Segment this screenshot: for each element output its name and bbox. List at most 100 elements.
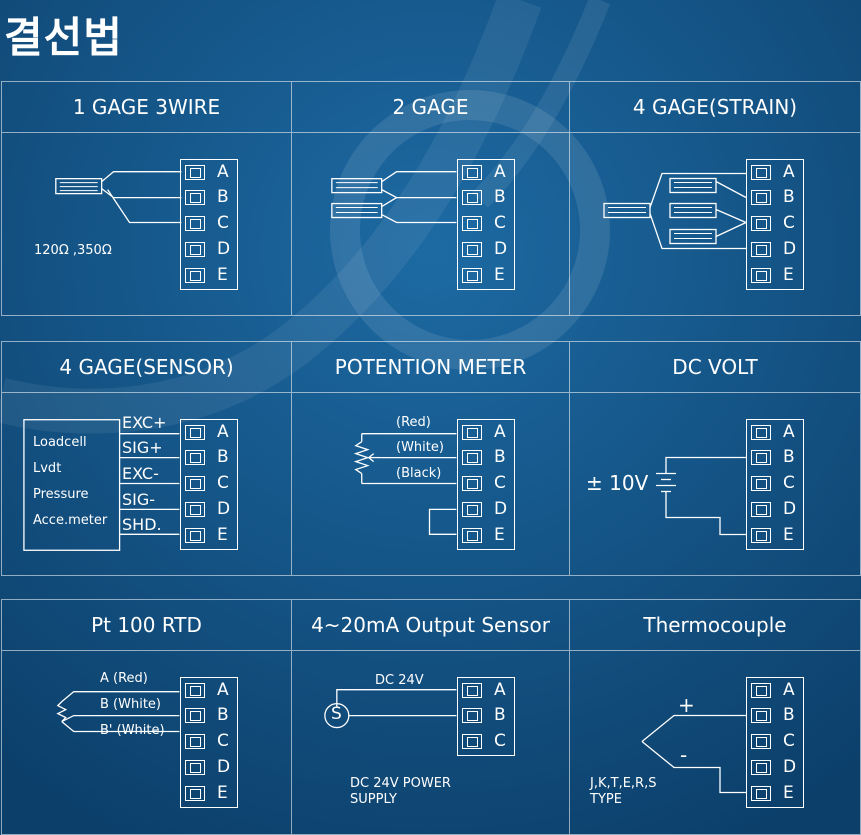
terminal-block: A B C [457, 677, 515, 756]
diagram-thermocouple: + - J,K,T,E,R,S TYPE A B C D E [570, 651, 860, 834]
row-2: 4 GAGE(SENSOR) POTENTION METER DC VOLT L… [1, 341, 861, 576]
panel-header: POTENTION METER [292, 342, 570, 393]
terminal-label: C [494, 473, 506, 493]
terminal-label: A [783, 162, 795, 182]
diagram-4-20ma-sensor: DC 24V S DC 24V POWER SUPPLY A B C [292, 651, 570, 834]
wire-label: B (White) [100, 697, 161, 712]
panel-header: DC VOLT [570, 342, 860, 393]
type-label: TYPE [590, 792, 622, 807]
diagram-potention-meter: (Red) (White) (Black) A B C D E [292, 393, 570, 575]
wire-label: B' (White) [100, 723, 165, 738]
wire-color-label: (Black) [396, 466, 442, 481]
sensor-type-label: Loadcell [33, 435, 87, 450]
power-supply-label: DC 24V POWER [350, 776, 451, 791]
terminal-label: E [217, 265, 228, 285]
terminal-label: C [783, 473, 795, 493]
terminal-block: A B C D E [457, 419, 515, 550]
terminal-label: B [494, 447, 506, 467]
terminal-block: A B C D E [180, 677, 238, 808]
terminal-label: D [217, 757, 231, 777]
terminal-label: C [217, 731, 229, 751]
diagram-pt100-rtd: A (Red) B (White) B' (White) A B C D E [2, 651, 292, 834]
voltage-label: DC 24V [375, 673, 424, 688]
wiring-lines [656, 456, 746, 536]
terminal-label: D [783, 239, 797, 259]
terminal-label: E [783, 783, 794, 803]
type-label: J,K,T,E,R,S [590, 776, 657, 791]
sensor-symbol: S [331, 704, 342, 724]
wiring-lines [331, 171, 457, 224]
terminal-block: A B C D E [746, 677, 804, 808]
terminal-label: E [783, 525, 794, 545]
wire-label: A (Red) [100, 671, 148, 686]
panel-header: 4 GAGE(STRAIN) [570, 82, 860, 133]
signal-label: EXC- [122, 464, 159, 483]
terminal-label: E [217, 783, 228, 803]
terminal-label: D [783, 499, 797, 519]
terminal-label: B [217, 187, 229, 207]
terminal-label: E [783, 265, 794, 285]
terminal-label: B [783, 447, 795, 467]
terminal-block: A B C D E [180, 159, 238, 290]
terminal-label: A [494, 422, 506, 442]
terminal-label: C [783, 213, 795, 233]
positive-label: + [678, 693, 695, 717]
sensor-type-label: Acce.meter [33, 513, 108, 528]
panel-header: Pt 100 RTD [2, 600, 292, 651]
diagram-2-gage: A B C D E [292, 133, 570, 315]
wiring-lines [603, 172, 747, 250]
terminal-label: D [217, 499, 231, 519]
signal-label: SIG+ [122, 438, 163, 457]
terminal-label: C [217, 473, 229, 493]
terminal-block: A B C D E [746, 419, 804, 550]
wiring-lines [56, 691, 180, 733]
sensor-type-label: Pressure [33, 487, 89, 502]
terminal-label: D [494, 239, 508, 259]
wire-color-label: (Red) [396, 415, 431, 430]
terminal-label: D [217, 239, 231, 259]
terminal-block: A B C D E [746, 159, 804, 290]
panel-header: 4~20mA Output Sensor [292, 600, 570, 651]
terminal-block: A B C D E [457, 159, 515, 290]
terminal-label: A [217, 162, 229, 182]
terminal-label: E [494, 525, 505, 545]
diagram-4-gage-sensor: Loadcell Lvdt Pressure Acce.meter EXC+ S… [2, 393, 292, 575]
panel-header: Thermocouple [570, 600, 860, 651]
terminal-label: A [783, 422, 795, 442]
sensor-type-label: Lvdt [33, 461, 62, 476]
panel-header: 2 GAGE [292, 82, 570, 133]
terminal-label: B [494, 705, 506, 725]
terminal-label: A [783, 680, 795, 700]
signal-label: SHD. [122, 515, 162, 534]
terminal-label: E [217, 525, 228, 545]
terminal-label: A [494, 162, 506, 182]
terminal-label: A [217, 680, 229, 700]
row-1: 1 GAGE 3WIRE 2 GAGE 4 GAGE(STRAIN) 120Ω … [1, 81, 861, 316]
terminal-label: B [494, 187, 506, 207]
wiring-lines [23, 419, 180, 551]
terminal-block: A B C D E [180, 419, 238, 550]
terminal-label: B [783, 187, 795, 207]
terminal-label: B [217, 447, 229, 467]
resistance-label: 120Ω ,350Ω [34, 243, 112, 258]
wire-color-label: (White) [396, 440, 444, 455]
diagram-4-gage-strain: A B C D E [570, 133, 860, 315]
wiring-lines [55, 171, 182, 224]
wiring-lines [324, 689, 457, 729]
terminal-label: C [217, 213, 229, 233]
row-3: Pt 100 RTD 4~20mA Output Sensor Thermoco… [1, 599, 861, 835]
diagram-1-gage-3wire: 120Ω ,350Ω A B C D E [2, 133, 292, 315]
diagram-dc-volt: ± 10V A B C D E [570, 393, 860, 575]
terminal-label: C [494, 213, 506, 233]
terminal-label: A [217, 422, 229, 442]
signal-label: SIG- [122, 490, 156, 509]
panel-header: 4 GAGE(SENSOR) [2, 342, 292, 393]
terminal-label: C [783, 731, 795, 751]
terminal-label: C [494, 731, 506, 751]
signal-label: EXC+ [122, 413, 167, 432]
panel-header: 1 GAGE 3WIRE [2, 82, 292, 133]
voltage-label: ± 10V [586, 471, 649, 495]
page-title: 결선법 [4, 13, 123, 62]
terminal-label: E [494, 265, 505, 285]
